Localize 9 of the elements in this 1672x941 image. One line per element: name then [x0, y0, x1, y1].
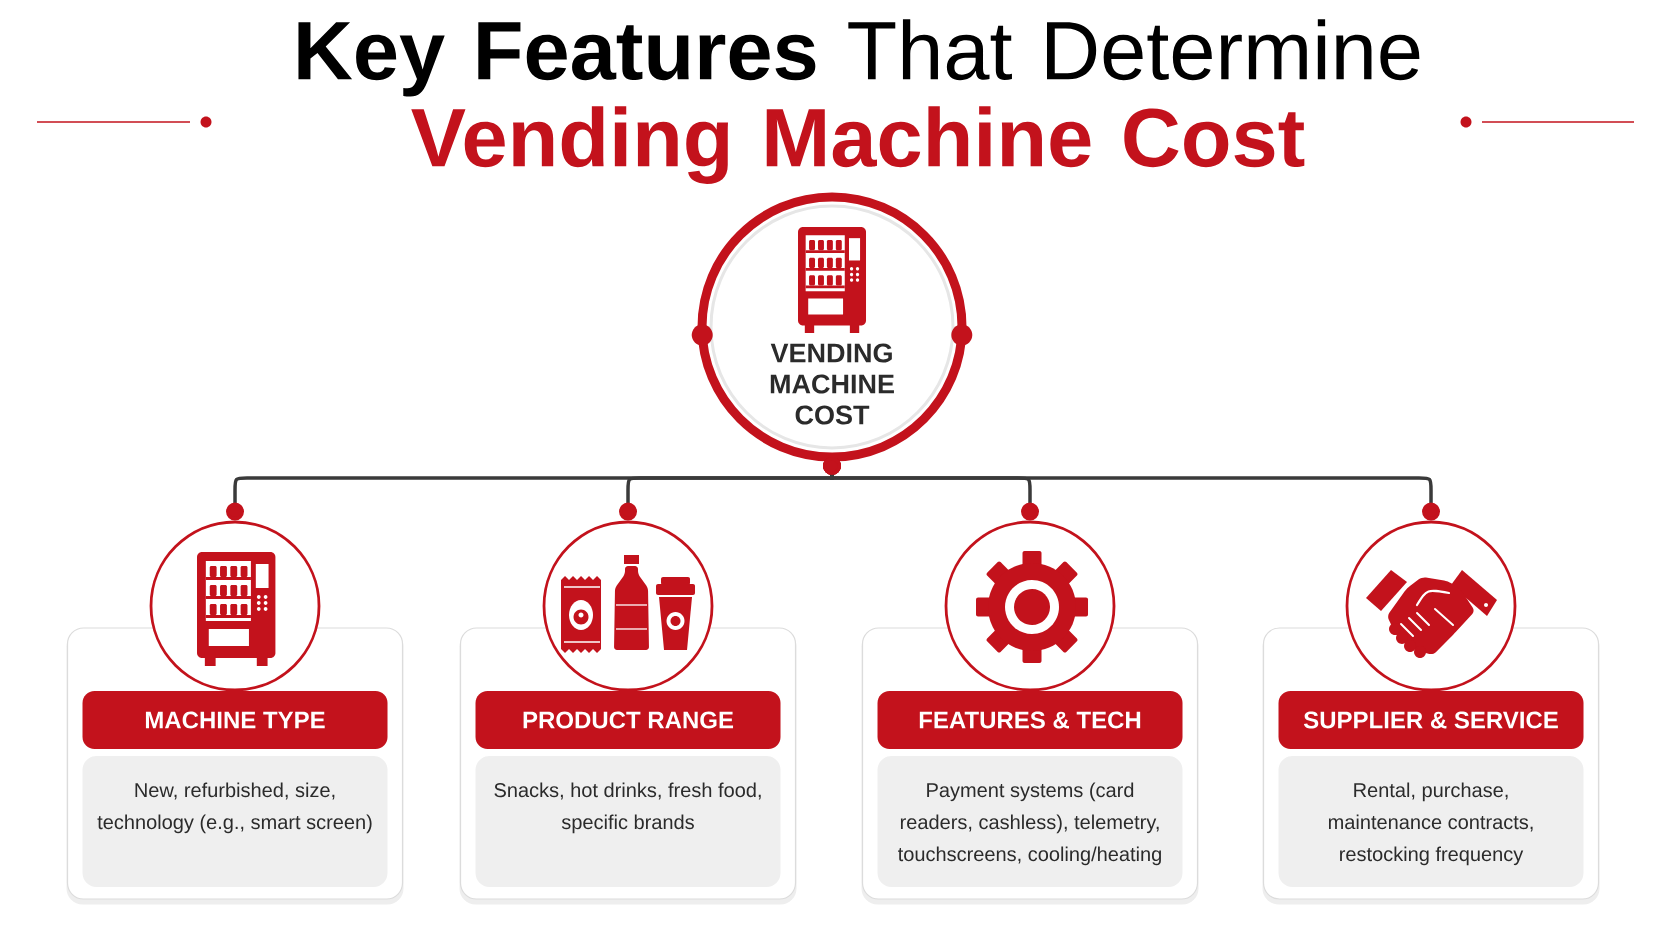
header-banner: PRODUCT RANGE [475, 691, 781, 749]
header-banner: MACHINE TYPE [82, 691, 388, 749]
text-box: Payment systems (card readers, cashless), telemetry, touchscreens, cooling/heating [877, 756, 1183, 887]
title: Key Features That Determine Vending Machine Cost [298, 19, 1420, 184]
header-banner: FEATURES & TECH [877, 691, 1183, 749]
text-box: New, refurbished, size, technology (e.g., smart screen) [82, 756, 388, 887]
text-box: Rental, purchase, maintenance contracts, restocking frequency [1278, 756, 1584, 887]
header-banner: SUPPLIER & SERVICE [1278, 691, 1584, 749]
text-box: Snacks, hot drinks, fresh food, specific brands [475, 756, 781, 887]
